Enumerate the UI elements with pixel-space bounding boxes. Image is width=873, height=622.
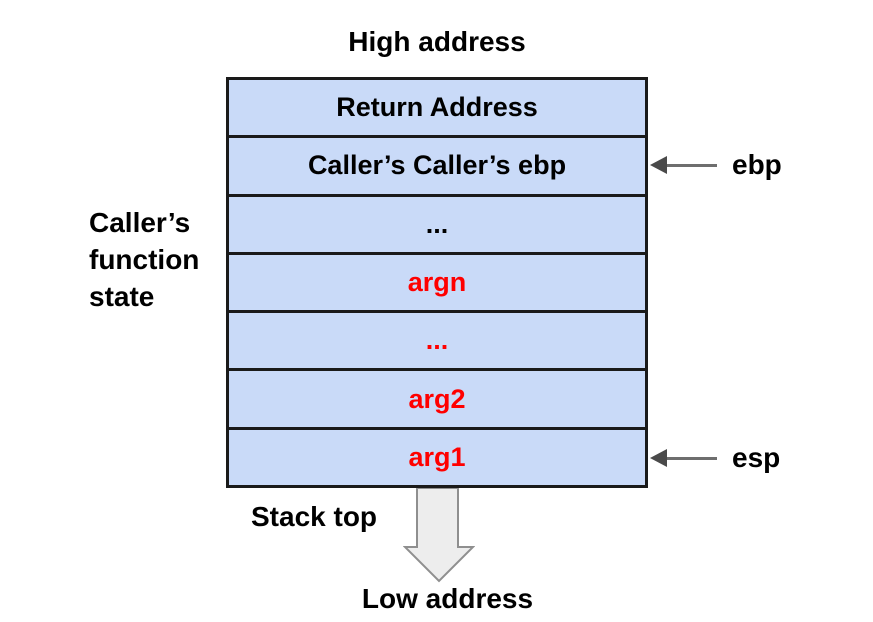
stack-top-arrow-icon <box>403 488 475 583</box>
ebp-arrowline <box>667 163 717 167</box>
stack-row-ellipsis-locals: ... <box>229 193 645 252</box>
ebp-label: ebp <box>732 149 782 180</box>
stack-row-argn: argn <box>229 251 645 310</box>
ebp-arrowhead-icon <box>650 156 667 174</box>
esp-arrowhead-icon <box>650 449 667 467</box>
stack-row-arg1: arg1 <box>229 426 645 485</box>
stack-row-ellipsis-args: ... <box>229 310 645 368</box>
stack-top-label: Stack top <box>251 501 378 532</box>
ebp-pointer: ebp <box>650 148 782 182</box>
caller-function-state-label: Caller’s function state <box>89 207 200 312</box>
ebp-arrow-icon <box>650 156 717 174</box>
low-address-label: Low address <box>361 583 534 614</box>
esp-arrow-icon <box>650 449 717 467</box>
esp-pointer: esp <box>650 441 780 475</box>
esp-label: esp <box>732 442 781 473</box>
stack-row-callers-callers-ebp: Caller’s Caller’s ebp <box>229 135 645 193</box>
stack-row-arg2: arg2 <box>229 368 645 426</box>
stack-row-return-address: Return Address <box>336 92 538 123</box>
stack-box: Return Address Caller’s Caller’s ebp ...… <box>226 77 648 488</box>
esp-arrowline <box>667 456 717 460</box>
high-address-label: High address <box>348 26 526 57</box>
